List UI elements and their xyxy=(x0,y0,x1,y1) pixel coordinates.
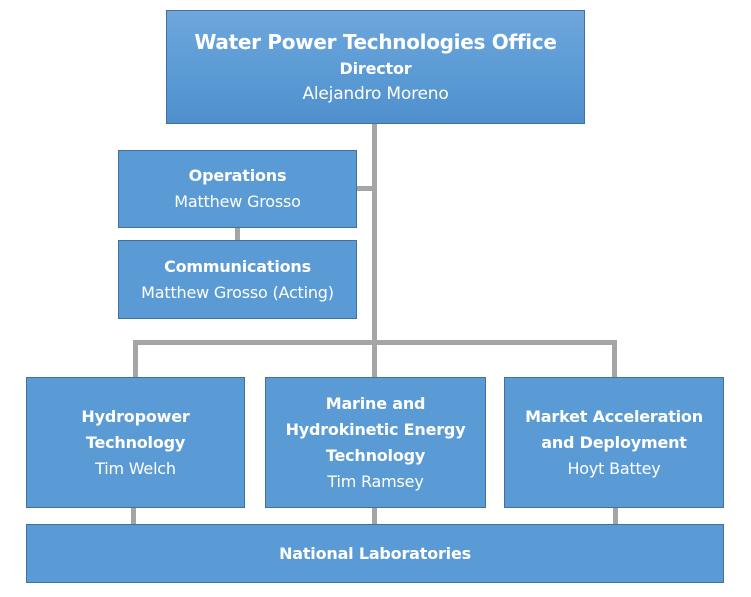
communications-title: Communications xyxy=(164,256,311,276)
connector-marine-labs xyxy=(372,507,377,524)
connector-market-labs xyxy=(613,507,618,524)
marine-box: Marine and Hydrokinetic Energy Technolog… xyxy=(265,377,486,508)
office-title: Water Power Technologies Office xyxy=(194,30,557,54)
marine-name: Tim Ramsey xyxy=(327,471,424,491)
market-box: Market Acceleration and Deployment Hoyt … xyxy=(504,377,724,508)
national-labs-title: National Laboratories xyxy=(279,543,471,563)
connector-director-trunk xyxy=(372,124,377,344)
director-box: Water Power Technologies Office Director… xyxy=(166,10,585,124)
communications-name: Matthew Grosso (Acting) xyxy=(141,282,334,302)
connector-ops-comms xyxy=(235,228,240,240)
connector-hydropower xyxy=(133,340,138,377)
hydropower-title-line2: Technology xyxy=(85,432,186,452)
market-name: Hoyt Battey xyxy=(567,458,661,478)
hydropower-title-line1: Hydropower xyxy=(81,406,190,426)
marine-title-line1: Marine and xyxy=(325,393,426,413)
national-labs-box: National Laboratories xyxy=(26,524,724,583)
operations-box: Operations Matthew Grosso xyxy=(118,150,357,228)
connector-market xyxy=(612,340,617,377)
director-name: Alejandro Moreno xyxy=(302,84,449,104)
marine-title-line2: Hydrokinetic Energy xyxy=(285,419,466,439)
communications-box: Communications Matthew Grosso (Acting) xyxy=(118,240,357,319)
marine-title-line3: Technology xyxy=(325,445,426,465)
hydropower-name: Tim Welch xyxy=(95,458,176,478)
market-title-line1: Market Acceleration xyxy=(525,406,703,426)
operations-name: Matthew Grosso xyxy=(174,192,301,211)
connector-hydropower-labs xyxy=(131,507,136,524)
connector-operations xyxy=(356,186,374,191)
market-title-line2: and Deployment xyxy=(541,432,687,452)
hydropower-box: Hydropower Technology Tim Welch xyxy=(26,377,245,508)
director-title: Director xyxy=(339,59,412,78)
operations-title: Operations xyxy=(188,166,287,185)
connector-marine xyxy=(372,340,377,377)
